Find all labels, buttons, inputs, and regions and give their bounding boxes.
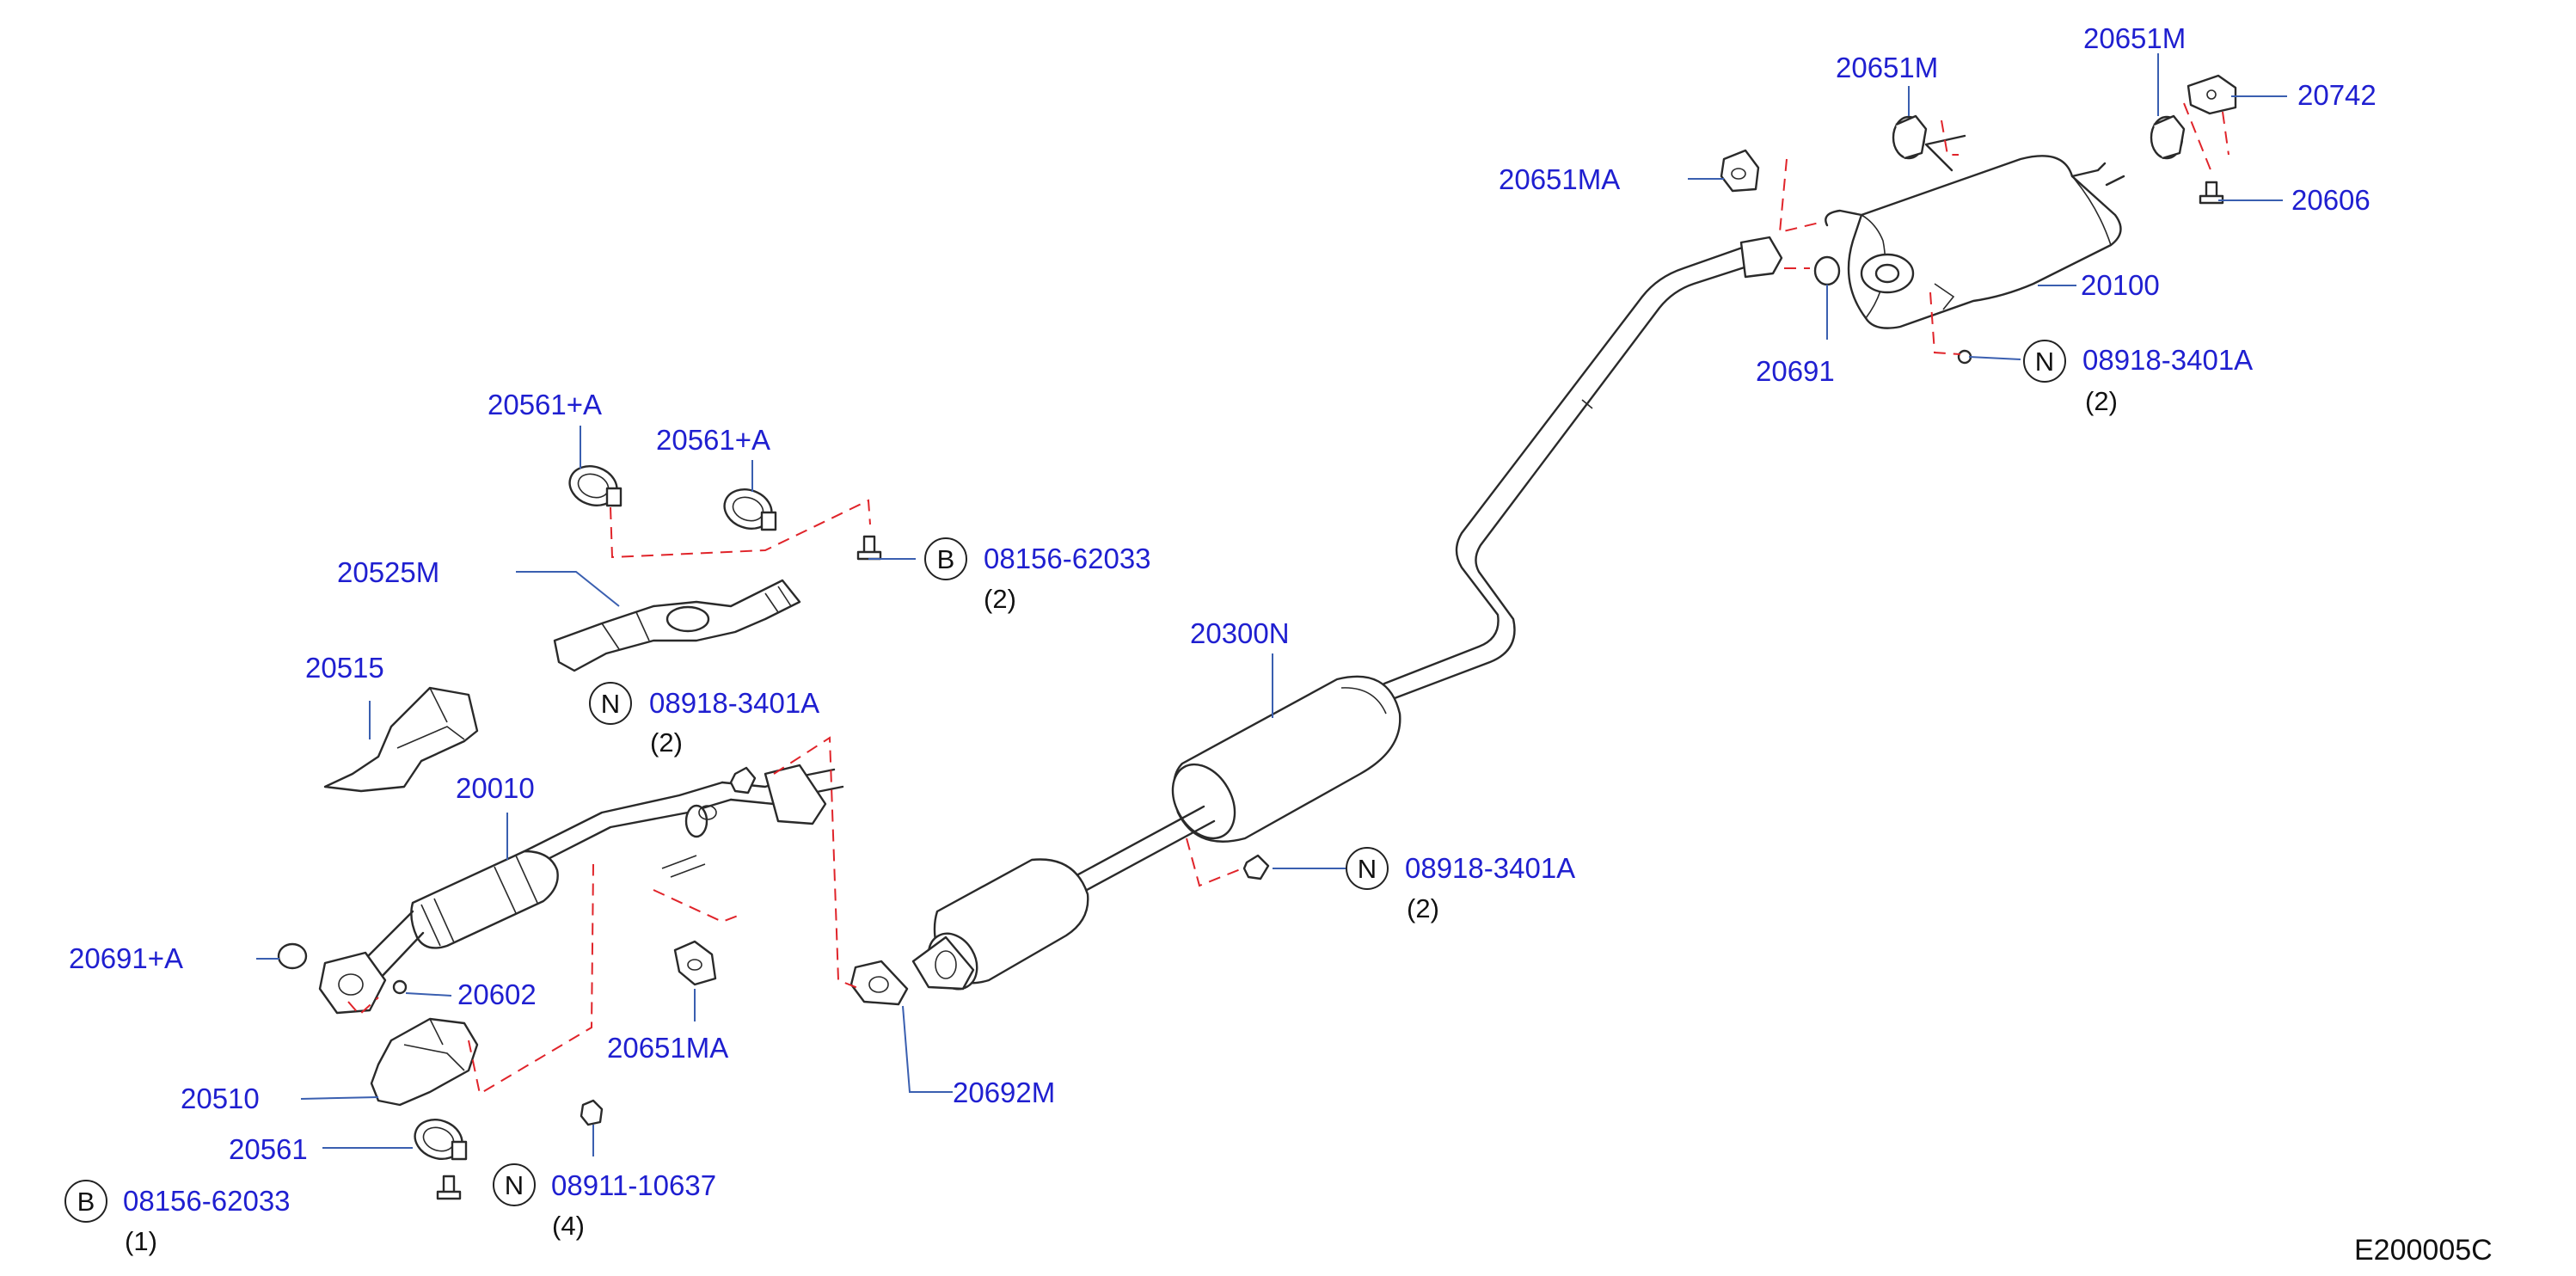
callout-20561A-a[interactable]: 20561+A xyxy=(488,389,602,420)
callout-20651M-a[interactable]: 20651M xyxy=(1836,52,1938,83)
mount-20651MA-bottom xyxy=(673,940,717,986)
guide-mount-b xyxy=(1941,120,1959,156)
callout-20692M[interactable]: 20692M xyxy=(953,1077,1055,1108)
heat-shield-20510 xyxy=(370,1017,479,1107)
guide-front-nuts xyxy=(773,736,861,990)
badges: N B N N N B xyxy=(64,340,2066,1223)
callout-08918-top[interactable]: 08918-3401A xyxy=(2082,344,2253,376)
qty-08156-bottom: (1) xyxy=(125,1226,157,1256)
callout-08918-mid[interactable]: 08918-3401A xyxy=(649,687,819,719)
badge-circle-08156-bottom xyxy=(64,1180,107,1223)
callout-20742[interactable]: 20742 xyxy=(2297,79,2377,111)
clamp-20561A-b xyxy=(723,488,777,531)
badge-n-08918-right: N xyxy=(1358,854,1377,884)
badge-circle-top xyxy=(2023,340,2066,383)
badge-b-08156-top: B xyxy=(937,544,955,574)
heat-shield-20525M xyxy=(553,579,801,672)
callout-20691A[interactable]: 20691+A xyxy=(69,942,183,974)
callout-20606[interactable]: 20606 xyxy=(2291,184,2371,216)
callout-08156-bottom[interactable]: 08156-62033 xyxy=(123,1185,291,1217)
badge-circle-08918-mid xyxy=(589,682,632,725)
callout-20510[interactable]: 20510 xyxy=(181,1083,260,1114)
callout-20100[interactable]: 20100 xyxy=(2081,269,2160,301)
clamp-20561A-a xyxy=(568,465,623,507)
main-muffler xyxy=(1825,134,2125,329)
center-pipe-assembly xyxy=(911,236,1783,991)
gasket-20692M xyxy=(849,960,909,1006)
heat-shield-20515 xyxy=(323,686,479,793)
quantities: (2) (2) (2) (2) (4) (1) xyxy=(125,386,2118,1256)
callout-20515[interactable]: 20515 xyxy=(305,652,384,684)
guide-rear-mount xyxy=(1778,158,1824,234)
callout-20010[interactable]: 20010 xyxy=(456,772,535,804)
qty-08156-top: (2) xyxy=(984,584,1016,614)
mount-20651MA-top xyxy=(1720,149,1760,193)
badge-b-08156-bottom: B xyxy=(77,1187,95,1217)
guide-bracket xyxy=(2183,102,2229,173)
figure-code: E200005C xyxy=(2354,1234,2493,1267)
badge-n-08911: N xyxy=(505,1170,524,1200)
qty-08911: (4) xyxy=(552,1211,585,1241)
guide-muffler-nut xyxy=(1929,291,1961,355)
callout-20651MA-top[interactable]: 20651MA xyxy=(1499,163,1620,195)
callout-20300N[interactable]: 20300N xyxy=(1190,617,1290,649)
clamp-20561 xyxy=(414,1119,468,1161)
badge-circle-08918-right xyxy=(1346,847,1389,890)
badge-circle-08911 xyxy=(493,1163,536,1206)
bracket-20742 xyxy=(2187,74,2237,115)
qty-08918-mid: (2) xyxy=(650,727,683,758)
callout-20651M-b[interactable]: 20651M xyxy=(2083,22,2186,54)
badge-circle-08156-top xyxy=(924,537,967,580)
badge-n-top: N xyxy=(2035,347,2054,377)
badge-n-08918-mid: N xyxy=(601,689,620,719)
leader-lines xyxy=(256,53,2287,1156)
guide-flange xyxy=(347,997,379,1016)
callout-labels: 20651M 20651M 20742 20651MA 20606 20100 … xyxy=(69,22,2377,1217)
callout-20561[interactable]: 20561 xyxy=(229,1133,308,1165)
qty-08918-right: (2) xyxy=(1407,893,1439,923)
callout-20651MA-bottom[interactable]: 20651MA xyxy=(607,1032,728,1064)
gasket-20691 xyxy=(1813,255,1841,286)
guide-center-nut xyxy=(1186,837,1243,887)
callout-08156-top[interactable]: 08156-62033 xyxy=(984,543,1151,574)
guide-shield-lower xyxy=(468,863,594,1095)
callout-20602[interactable]: 20602 xyxy=(457,978,537,1010)
mount-20651M-a xyxy=(1892,114,1928,160)
callout-08918-right[interactable]: 08918-3401A xyxy=(1405,852,1575,884)
qty-top: (2) xyxy=(2085,386,2118,416)
front-pipe xyxy=(318,764,844,1015)
hardware xyxy=(392,181,2224,1200)
gasket-20691A xyxy=(277,942,308,970)
mount-20651M-b xyxy=(2150,114,2186,160)
callout-20525M[interactable]: 20525M xyxy=(337,556,439,588)
callout-20691[interactable]: 20691 xyxy=(1756,355,1835,387)
assembly-guides xyxy=(347,102,2229,1095)
callout-08911[interactable]: 08911-10637 xyxy=(551,1169,716,1201)
callout-20561A-b[interactable]: 20561+A xyxy=(656,424,770,456)
guide-clamps xyxy=(610,499,871,559)
guide-hanger xyxy=(653,889,739,923)
